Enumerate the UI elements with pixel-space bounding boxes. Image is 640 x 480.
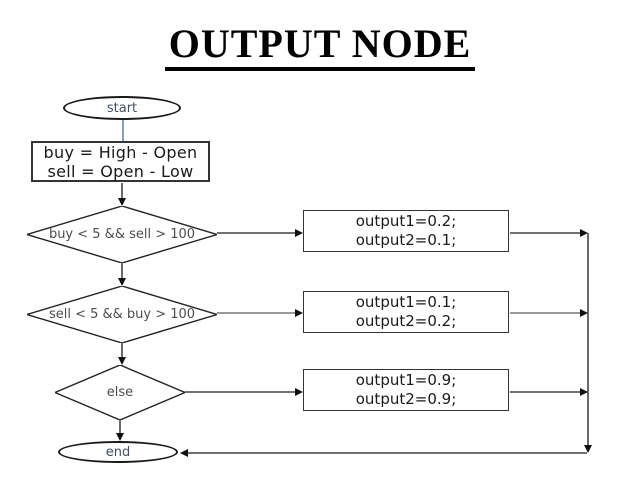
node-condition-2: sell < 5 && buy > 100	[27, 286, 217, 343]
node-output-3: output1=0.9; output2=0.9;	[303, 369, 509, 411]
connector-cond1-out1	[217, 229, 303, 237]
output-2-line-1: output1=0.1;	[355, 293, 457, 311]
diamond-shape	[55, 365, 185, 420]
init-line-1: buy = High - Open	[43, 142, 198, 162]
connector-out2-collector	[510, 309, 588, 317]
connector-out1-collector	[510, 229, 588, 237]
output-2-line-2: output2=0.2;	[355, 312, 457, 330]
output-3-line-1: output1=0.9;	[355, 371, 457, 389]
diamond-shape	[27, 286, 217, 343]
condition-1-label: buy < 5 && sell > 100	[48, 227, 196, 242]
connector-cond1-cond2	[118, 263, 126, 286]
connector-cond3-out3	[185, 388, 303, 396]
connector-out3-collector	[510, 388, 588, 396]
output-1-line-1: output1=0.2;	[355, 212, 457, 230]
node-condition-else: else	[55, 365, 185, 420]
condition-2-label: sell < 5 && buy > 100	[48, 307, 196, 322]
diamond-shape	[27, 206, 217, 263]
page-title: OUTPUT NODE	[0, 20, 640, 71]
node-condition-1: buy < 5 && sell > 100	[27, 206, 217, 263]
output-1-line-2: output2=0.1;	[355, 231, 457, 249]
node-output-2: output1=0.1; output2=0.2;	[303, 291, 509, 333]
connector-cond3-end	[116, 420, 124, 441]
node-init-statement: buy = High - Open sell = Open - Low	[31, 141, 210, 182]
node-end-label: end	[105, 444, 131, 460]
node-start-label: start	[106, 100, 138, 116]
collector-line-to-end	[180, 449, 587, 457]
page-title-text: OUTPUT NODE	[164, 21, 476, 71]
node-output-1: output1=0.2; output2=0.1;	[303, 210, 509, 252]
output-3-line-2: output2=0.9;	[355, 390, 457, 408]
connector-cond2-cond3	[118, 343, 126, 365]
connector-init-cond1	[118, 183, 126, 206]
collector-line-vertical	[584, 233, 592, 453]
init-line-2: sell = Open - Low	[47, 161, 194, 181]
connector-cond2-out2	[217, 309, 303, 317]
node-start: start	[63, 96, 181, 120]
condition-else-label: else	[106, 385, 134, 400]
node-end: end	[58, 441, 178, 463]
